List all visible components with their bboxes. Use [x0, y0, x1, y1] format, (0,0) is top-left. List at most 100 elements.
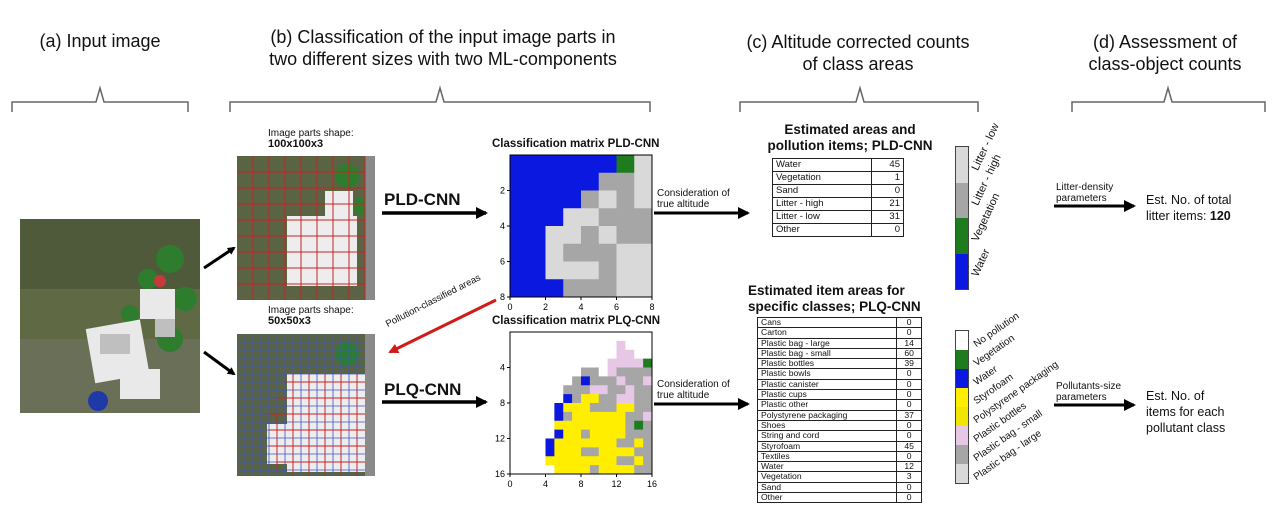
plq-matrix-cell [527, 447, 537, 457]
plq-matrix-cell [589, 465, 600, 475]
plq-table-label-cell: Carton [756, 327, 898, 339]
plq-matrix-cell [607, 358, 617, 368]
plq-matrix-cell [518, 456, 529, 466]
plq-matrix-cell [554, 429, 564, 439]
plq-matrix-cell [545, 447, 555, 457]
pld-matrix-cell [581, 172, 600, 191]
pld-matrix-cell [545, 172, 564, 191]
plq-matrix-cell [545, 367, 555, 377]
plq-matrix-cell [598, 447, 608, 457]
top-grid-image [237, 156, 375, 300]
plq-matrix-cell [643, 403, 653, 413]
plq-matrix-cell [634, 411, 644, 422]
plq-matrix-cell [510, 411, 520, 422]
pld-matrix-x-tick-label: 8 [649, 302, 654, 312]
pld-matrix-cell [581, 226, 600, 245]
plq-matrix-cell [616, 332, 626, 342]
pld-matrix-cell [634, 226, 653, 245]
plq-matrix-cell [527, 429, 537, 439]
legend-swatch [956, 218, 968, 254]
plq-table-value-cell: 0 [896, 389, 922, 401]
plq-matrix-cell [510, 438, 520, 448]
plq-matrix-cell [616, 456, 626, 466]
plq-matrix-cell [518, 358, 529, 368]
plq-matrix-cell [598, 429, 608, 439]
plq-matrix-y-tick-label: 8 [500, 398, 505, 408]
pld-table-value-cell: 0 [871, 223, 904, 237]
plq-matrix-cell [536, 429, 546, 439]
pld-cnn-label: PLD-CNN [384, 190, 461, 209]
plq-matrix-cell [554, 349, 564, 359]
plq-matrix-cell [625, 429, 635, 439]
pld-matrix-cell [598, 190, 617, 209]
plq-matrix-cell [589, 358, 600, 368]
plq-table-title-line1: Estimated item areas for [748, 283, 905, 298]
plq-matrix-cell [598, 403, 608, 413]
plq-table-title: Estimated item areas for specific classe… [748, 283, 958, 315]
plq-matrix-cell [572, 376, 582, 386]
plq-matrix-cell [536, 385, 546, 395]
plq-matrix-cell [598, 349, 608, 359]
plq-matrix-cell [572, 394, 582, 404]
plq-matrix-cell [536, 367, 546, 377]
legend-swatch [956, 253, 968, 289]
pld-matrix-cell [581, 190, 600, 209]
plq-matrix-cell [572, 367, 582, 377]
plq-matrix-cell [545, 429, 555, 439]
pld-table-value-cell: 45 [871, 158, 904, 172]
pld-matrix-cell [527, 226, 546, 245]
bottom-grid-caption-value: 50x50x3 [268, 315, 311, 327]
pld-matrix-cell [581, 155, 600, 174]
total-litter-line1: Est. No. of total [1146, 193, 1232, 207]
header-assessment-line2: class-object counts [1088, 54, 1242, 74]
plq-table-value-cell: 0 [896, 481, 922, 494]
header-input-image: (a) Input image [39, 31, 161, 51]
plq-matrix-cell [518, 349, 529, 359]
pld-matrix-cell [563, 226, 582, 245]
plq-matrix-y-tick-label: 12 [495, 434, 505, 444]
plq-matrix-cell [510, 367, 520, 377]
pld-matrix-y-tick-label: 8 [500, 292, 505, 302]
plq-matrix-cell [616, 394, 626, 404]
plq-matrix-cell [589, 447, 600, 457]
plq-matrix-cell [607, 340, 617, 351]
plq-table-label-cell: Sand [756, 481, 898, 494]
plq-matrix-cell [572, 456, 582, 466]
plq-matrix-cell [643, 394, 653, 404]
plq-matrix-cell [589, 411, 600, 422]
plq-table-value-cell: 12 [896, 461, 922, 473]
plq-matrix-cell [518, 376, 529, 386]
total-litter-line2: litter items: 120 [1146, 208, 1231, 224]
plq-matrix-cell [563, 420, 573, 430]
plq-matrix-cell [527, 376, 537, 386]
plq-matrix-cell [598, 411, 608, 422]
total-litter-value: 120 [1209, 209, 1231, 223]
plq-matrix-cell [527, 403, 537, 413]
legend-swatch [956, 147, 968, 183]
pld-matrix-cell [563, 279, 582, 298]
plq-matrix-cell [563, 349, 573, 359]
pld-matrix-cell [616, 208, 635, 227]
plq-matrix-cell [518, 465, 529, 475]
plq-matrix-cell [634, 340, 644, 351]
plq-matrix-cell [625, 403, 635, 413]
plq-matrix-cell [536, 403, 546, 413]
plq-table-label-cell: Shoes [756, 419, 898, 432]
plq-matrix-cell [518, 394, 529, 404]
plq-matrix-cell [554, 332, 564, 342]
plq-matrix-cell [572, 465, 582, 475]
plq-matrix-cell [607, 332, 617, 342]
pld-matrix-cell [510, 208, 529, 227]
pollutant-result-line1: Est. No. of [1146, 389, 1205, 403]
pld-matrix-cell [598, 279, 617, 298]
pld-matrix-cell [616, 261, 635, 280]
plq-table-value-cell: 0 [896, 316, 922, 329]
plq-matrix-cell [545, 376, 555, 386]
